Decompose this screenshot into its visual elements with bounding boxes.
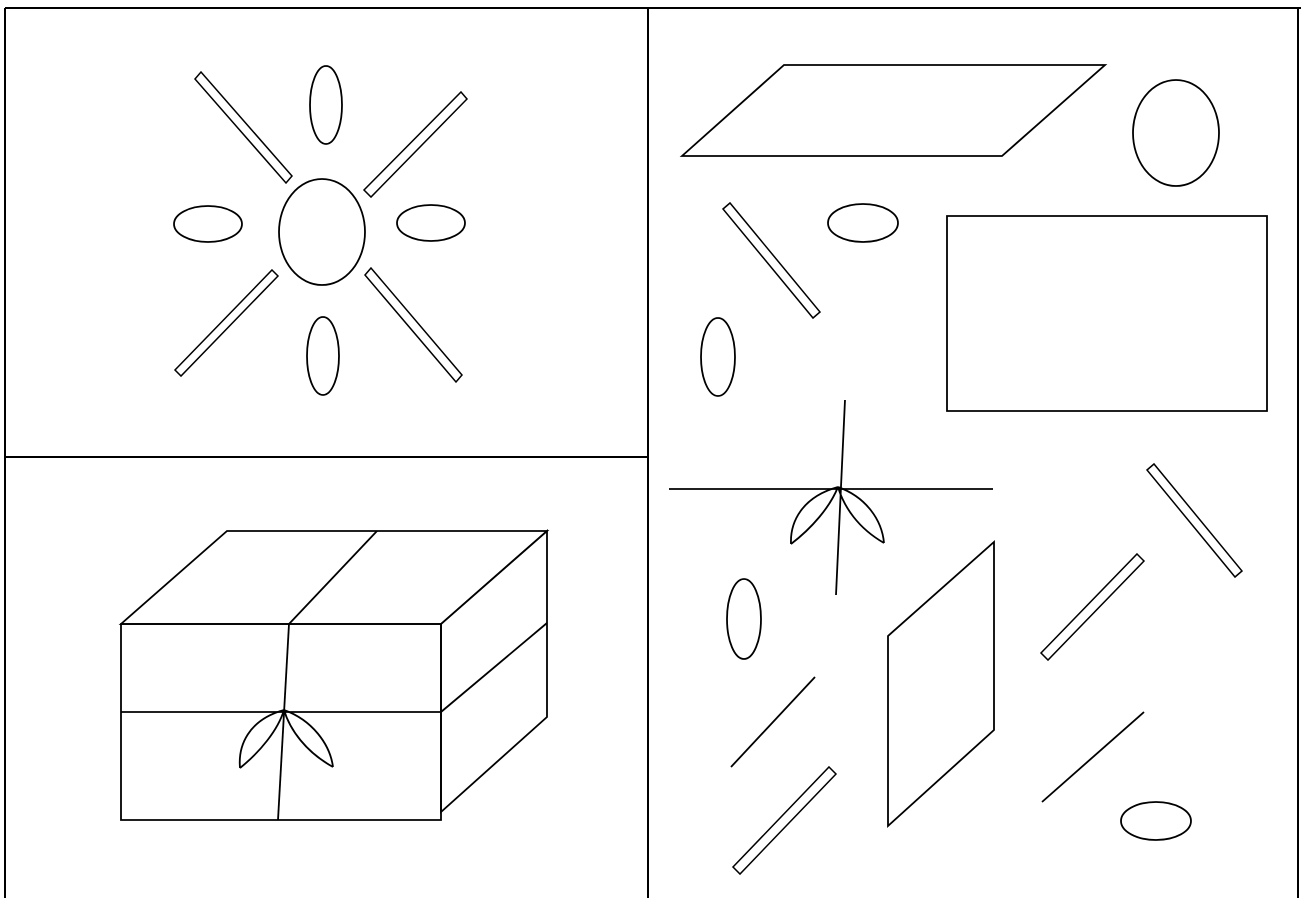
gift-box-front (121, 624, 441, 820)
piece-ellipse-horizontal-top (828, 204, 898, 242)
piece-bar-upper (723, 203, 820, 318)
piece-bow-left-loop (791, 487, 838, 544)
piece-ellipse-horizontal-bottom (1121, 802, 1191, 840)
gift-bow-right-edge (284, 710, 333, 767)
gift-bow-right-loop (284, 710, 333, 767)
sun-ray-ellipse-left (174, 206, 242, 242)
scattered-pieces (669, 65, 1267, 874)
piece-line-left (731, 677, 815, 767)
piece-parallelogram-side (888, 542, 994, 826)
sun-ray-ellipse-bottom (307, 317, 339, 395)
sun-ray-bar-top-left (195, 72, 292, 183)
piece-bar-right-lower (1041, 554, 1144, 660)
sun-figure (174, 66, 467, 395)
piece-bow-right-loop (838, 487, 884, 543)
sun-ray-bar-bottom-right (365, 268, 462, 382)
piece-bow-right-edge (838, 487, 884, 543)
piece-ribbon-vertical (836, 400, 845, 595)
piece-ellipse-vertical-left (701, 318, 735, 396)
panel-frames (5, 8, 1301, 898)
gift-bow-left-edge (240, 710, 284, 768)
piece-rectangle (947, 216, 1267, 411)
gift-box-side (441, 531, 547, 812)
sun-ray-bar-top-right (364, 92, 467, 197)
gift-ribbon-top (289, 531, 377, 624)
piece-ellipse-vertical-middle (727, 579, 761, 659)
piece-bar-bottom (733, 767, 836, 874)
piece-line-right (1042, 712, 1144, 802)
piece-circle (1133, 80, 1219, 186)
gift-ribbon-side (441, 623, 547, 712)
sun-circle (279, 179, 365, 285)
gift-bow-left-loop (240, 710, 284, 768)
sun-ray-ellipse-top (310, 66, 342, 144)
sun-ray-ellipse-right (397, 205, 465, 241)
piece-parallelogram-roof (682, 65, 1105, 156)
sun-ray-bar-bottom-left (175, 270, 278, 376)
gift-box-figure (121, 531, 547, 820)
piece-bar-right-upper (1147, 464, 1242, 577)
